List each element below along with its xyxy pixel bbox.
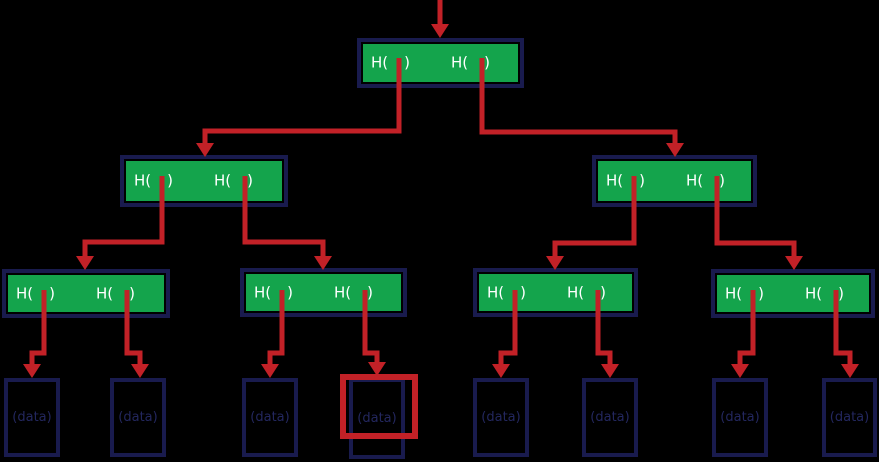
hash-node-l2-right: H() H() — [592, 155, 757, 207]
data-leaf-label: (data) — [118, 410, 158, 425]
hash-node-l3-3: H() H() — [473, 268, 638, 317]
hash-node-l3-1: H() H() — [2, 269, 170, 318]
hash-node-fill: H() H() — [598, 161, 751, 201]
hash-node-fill: H() H() — [717, 275, 869, 312]
hash-label: H() — [214, 171, 253, 190]
hash-node-fill: H() H() — [126, 161, 282, 201]
hash-node-l3-2: H() H() — [240, 268, 407, 317]
hash-node-fill: H() H() — [8, 275, 164, 312]
data-leaf-8: (data) — [822, 378, 877, 457]
hash-node-l2-left: H() H() — [120, 155, 288, 207]
data-leaf-label: (data) — [481, 410, 521, 425]
data-leaf-label: (data) — [720, 410, 760, 425]
hash-label: H() — [805, 284, 844, 302]
data-leaf-3: (data) — [242, 378, 298, 457]
data-leaf-1: (data) — [4, 378, 60, 457]
hash-label: H() — [567, 283, 606, 301]
hash-label: H() — [134, 171, 173, 190]
data-leaf-4: (data) — [349, 378, 405, 459]
hash-label: H() — [334, 283, 373, 301]
data-leaf-label: (data) — [12, 410, 52, 425]
data-leaf-6: (data) — [582, 378, 638, 457]
data-leaf-label: (data) — [829, 410, 870, 425]
hash-label: H() — [686, 171, 725, 190]
hash-label: H() — [451, 53, 490, 72]
data-leaf-7: (data) — [712, 378, 768, 457]
data-leaf-label: (data) — [590, 410, 630, 425]
data-leaf-label: (data) — [250, 410, 290, 425]
data-leaf-5: (data) — [473, 378, 529, 457]
hash-node-fill: H() H() — [246, 274, 401, 311]
hash-node-root-fill: H() H() — [363, 44, 518, 82]
hash-label: H() — [725, 284, 764, 302]
hash-label: H() — [487, 283, 526, 301]
hash-label: H() — [606, 171, 645, 190]
hash-node-fill: H() H() — [479, 274, 632, 311]
hash-label: H() — [254, 283, 293, 301]
highlight-box — [340, 374, 418, 439]
hash-label: H() — [371, 53, 410, 72]
hash-node-root: H() H() — [357, 38, 524, 88]
arrow-into-root — [431, 0, 449, 38]
data-leaf-label: (data) — [357, 411, 397, 426]
hash-label: H() — [96, 284, 135, 302]
hash-node-l3-4: H() H() — [711, 269, 875, 318]
hash-label: H() — [16, 284, 55, 302]
data-leaf-2: (data) — [110, 378, 166, 457]
